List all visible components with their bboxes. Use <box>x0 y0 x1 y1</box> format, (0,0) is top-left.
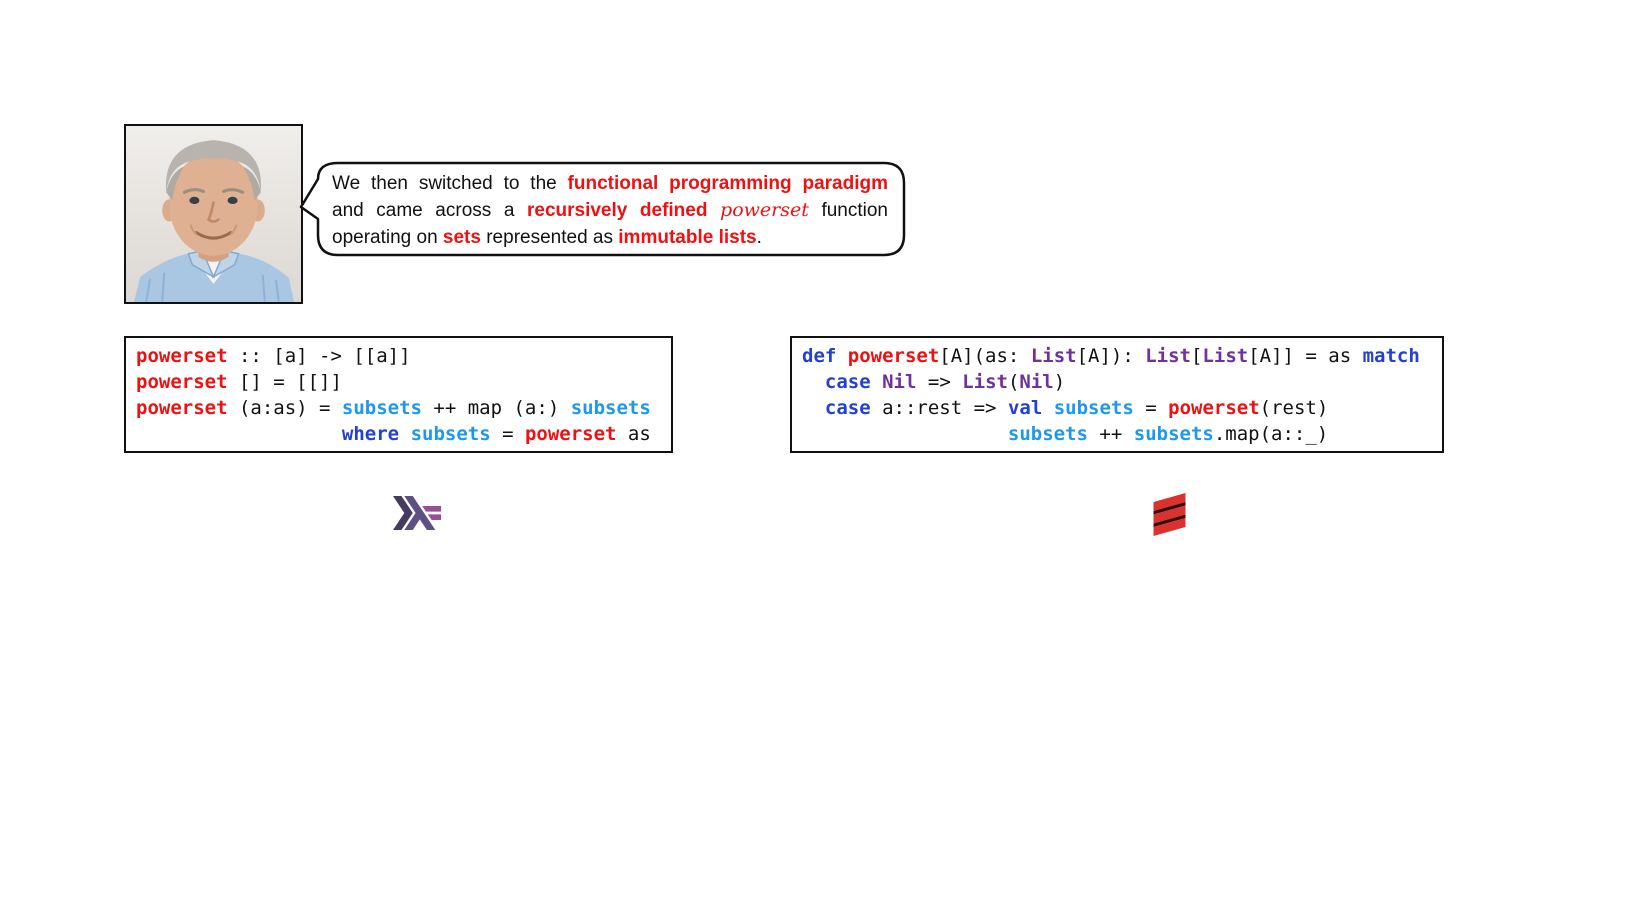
code-token <box>399 423 410 445</box>
speech-bubble-segment: We then switched to the <box>332 173 568 194</box>
scala-code-line: case Nil => List(Nil) <box>802 369 1442 395</box>
code-token: List <box>1202 345 1249 367</box>
code-token: [] = [[]] <box>227 371 342 393</box>
code-token: as <box>616 423 651 445</box>
code-token: powerset <box>524 423 617 445</box>
speech-bubble-segment: sets <box>442 227 481 248</box>
speech-bubble-segment: represented as <box>480 227 619 248</box>
haskell-code-line: powerset [] = [[]] <box>136 369 671 395</box>
code-token: Nil <box>882 371 917 393</box>
code-token: case <box>824 397 871 419</box>
speaker-portrait-illustration <box>126 126 301 302</box>
speech-bubble-line: operating on sets represented as immutab… <box>332 224 888 251</box>
code-token: [A]] = as <box>1248 345 1363 367</box>
code-token: = <box>1133 397 1169 419</box>
code-token: a::rest => <box>870 397 1008 419</box>
code-token: subsets <box>1007 423 1088 445</box>
speech-bubble: We then switched to the functional progr… <box>298 159 912 261</box>
code-token: subsets <box>1053 397 1134 419</box>
code-token <box>802 371 825 393</box>
code-token: Nil <box>1019 371 1054 393</box>
code-token: def <box>802 345 837 367</box>
speech-bubble-text: We then switched to the functional progr… <box>332 170 888 251</box>
haskell-code-line: where subsets = powerset as <box>136 421 671 447</box>
speech-bubble-segment: functional programming paradigm <box>567 173 888 194</box>
code-token: => <box>916 371 963 393</box>
code-token: powerset <box>136 397 228 419</box>
code-token: [A](as: <box>939 345 1031 367</box>
speech-bubble-segment: powerset <box>720 199 809 221</box>
scala-logo-icon <box>1153 489 1186 537</box>
code-token: [A]): <box>1076 345 1146 367</box>
speech-bubble-segment: and came across a <box>332 200 527 221</box>
haskell-code-panel: powerset :: [a] -> [[a]]powerset [] = [[… <box>124 336 673 453</box>
code-token: (a:as) = <box>227 397 342 419</box>
code-token: powerset <box>1168 397 1260 419</box>
code-token: subsets <box>410 423 491 445</box>
code-token: ++ <box>1087 423 1134 445</box>
code-token: List <box>1030 345 1077 367</box>
scala-code-panel: def powerset[A](as: List[A]): List[List[… <box>790 336 1444 453</box>
code-token: = <box>490 423 525 445</box>
code-token: powerset <box>847 345 940 367</box>
speech-bubble-segment: operating on <box>332 227 443 248</box>
speech-bubble-segment: . <box>756 227 762 248</box>
code-token: .map(a::_) <box>1213 423 1329 445</box>
code-token: ++ map (a:) <box>421 397 571 419</box>
code-token: where <box>341 423 400 445</box>
code-token <box>802 423 1008 445</box>
code-token: ) <box>1053 371 1066 393</box>
code-token: subsets <box>1133 423 1214 445</box>
haskell-logo-icon <box>393 496 441 530</box>
speech-bubble-outline <box>299 161 906 257</box>
code-token <box>836 345 847 367</box>
code-token: subsets <box>341 397 422 419</box>
code-token <box>136 423 342 445</box>
code-token: powerset <box>136 345 228 367</box>
code-token <box>1042 397 1053 419</box>
code-token: (rest) <box>1259 397 1329 419</box>
code-token: case <box>824 371 871 393</box>
scala-code-line: case a::rest => val subsets = powerset(r… <box>802 395 1442 421</box>
scala-code-line: def powerset[A](as: List[A]): List[List[… <box>802 343 1442 369</box>
speech-bubble-line: and came across a recursively defined po… <box>332 197 888 224</box>
haskell-code-line: powerset (a:as) = subsets ++ map (a:) su… <box>136 395 671 421</box>
speech-bubble-segment: function <box>808 200 888 221</box>
code-token: [ <box>1190 345 1203 367</box>
code-token: val <box>1007 397 1043 419</box>
code-token <box>871 371 882 393</box>
speech-bubble-segment: immutable lists <box>618 227 757 248</box>
speech-bubble-segment: recursively defined <box>526 200 708 221</box>
scala-code-line: subsets ++ subsets.map(a::_) <box>802 421 1442 447</box>
code-token <box>802 397 825 419</box>
code-token: ( <box>1007 371 1020 393</box>
code-token: subsets <box>570 397 651 419</box>
haskell-code-line: powerset :: [a] -> [[a]] <box>136 343 671 369</box>
speaker-photo <box>124 124 303 304</box>
code-token: List <box>962 371 1008 393</box>
speech-bubble-segment <box>707 200 720 221</box>
code-token: List <box>1145 345 1191 367</box>
code-token: match <box>1362 345 1420 367</box>
speech-bubble-line: We then switched to the functional progr… <box>332 170 888 197</box>
code-token: powerset <box>136 371 228 393</box>
code-token: :: [a] -> [[a]] <box>227 345 411 367</box>
